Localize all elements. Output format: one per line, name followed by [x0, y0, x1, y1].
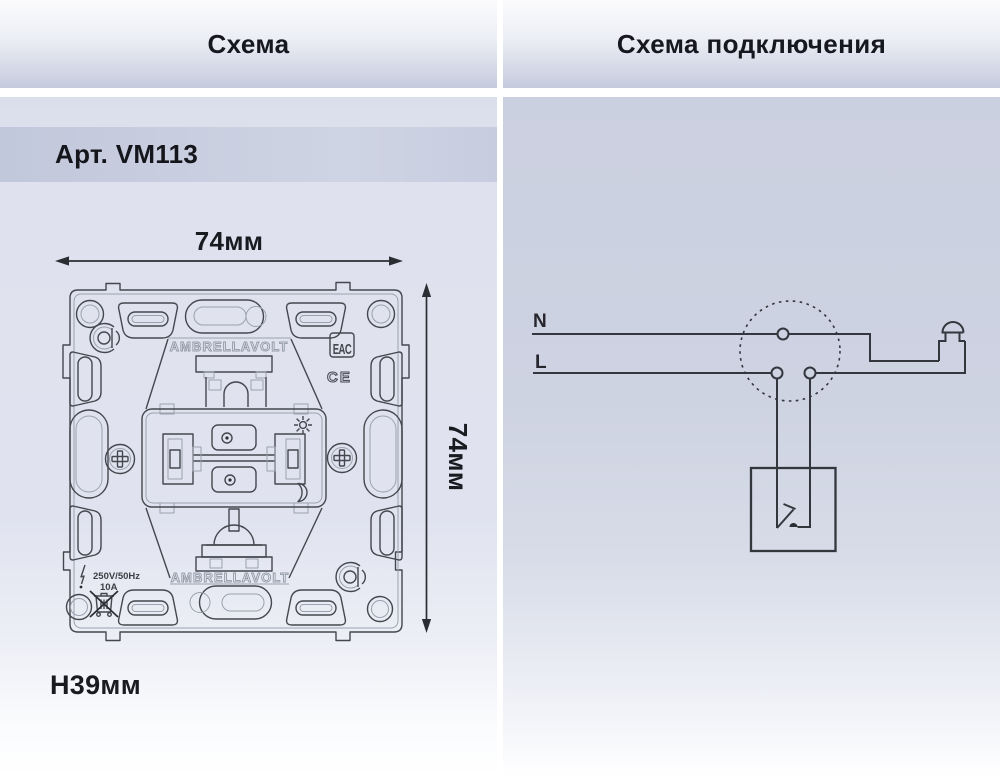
- wiring-lines: [532, 333, 966, 528]
- terminal-circles: [770, 327, 817, 380]
- right-column-header: Схема подключения: [503, 0, 1000, 88]
- sun-icon: [294, 416, 312, 434]
- corner-mounting-holes: [65, 299, 396, 623]
- brand-text-bottom: AMBRELLAVOLT: [171, 570, 290, 585]
- neutral-wire-label: N: [533, 311, 547, 332]
- article-band: Арт. VM113: [0, 127, 497, 182]
- eac-mark: EAC: [329, 332, 355, 358]
- line-wire-label: L: [535, 352, 547, 373]
- left-column-header: Схема: [0, 0, 497, 88]
- moon-icon: [297, 482, 308, 503]
- height-dimension-label: 74мм: [443, 423, 473, 492]
- side-shield-slots: [69, 351, 403, 561]
- electrical-rating: 250V/50Hz 10A: [79, 564, 140, 593]
- brand-text-top: AMBRELLAVOLT: [170, 339, 289, 354]
- brand-logo-icon: [89, 322, 120, 354]
- width-dimension-arrow: 74мм: [55, 226, 403, 266]
- scheme-panel: Арт. VM113: [0, 97, 497, 778]
- claw-slots: [117, 302, 347, 626]
- bottom-pedestal: [195, 508, 273, 572]
- switch-return-wire: [797, 378, 811, 528]
- lightning-icon: [80, 564, 86, 585]
- ce-mark: CE: [327, 369, 352, 386]
- rating-voltage: 250V/50Hz: [93, 571, 140, 582]
- rocker-module: [141, 403, 327, 514]
- lamp-icon: [938, 321, 965, 361]
- bottom-keyhole-slot: [189, 585, 273, 620]
- weee-bin-icon: [89, 590, 119, 618]
- switch-box: [749, 466, 837, 553]
- neutral-to-lamp-wire: [788, 333, 939, 362]
- wiring-panel: [503, 97, 1000, 778]
- mechanism-drawing: 74мм 74мм H39мм: [50, 226, 473, 700]
- width-dimension-label: 74мм: [195, 226, 264, 256]
- top-keyhole-slot: [184, 299, 267, 334]
- depth-dimension-label: H39мм: [50, 670, 141, 700]
- right-column-title: Схема подключения: [616, 28, 887, 59]
- top-bridge: [195, 355, 273, 407]
- mounting-plate-outline: [62, 281, 410, 642]
- lamp-return-wire: [815, 341, 966, 374]
- eac-text: EAC: [333, 341, 352, 358]
- height-dimension-arrow: 74мм: [421, 283, 473, 633]
- left-column-title: Схема: [207, 28, 290, 59]
- fixing-screws: [104, 442, 358, 475]
- switch-symbol: [776, 503, 798, 529]
- article-number: Арт. VM113: [55, 139, 199, 169]
- junction-circle: [739, 300, 841, 402]
- wiring-diagram: N L: [532, 300, 966, 553]
- rating-current: 10A: [100, 582, 118, 593]
- brand-logo-icon-bottom: [335, 561, 367, 593]
- ridge-lines: [145, 337, 323, 585]
